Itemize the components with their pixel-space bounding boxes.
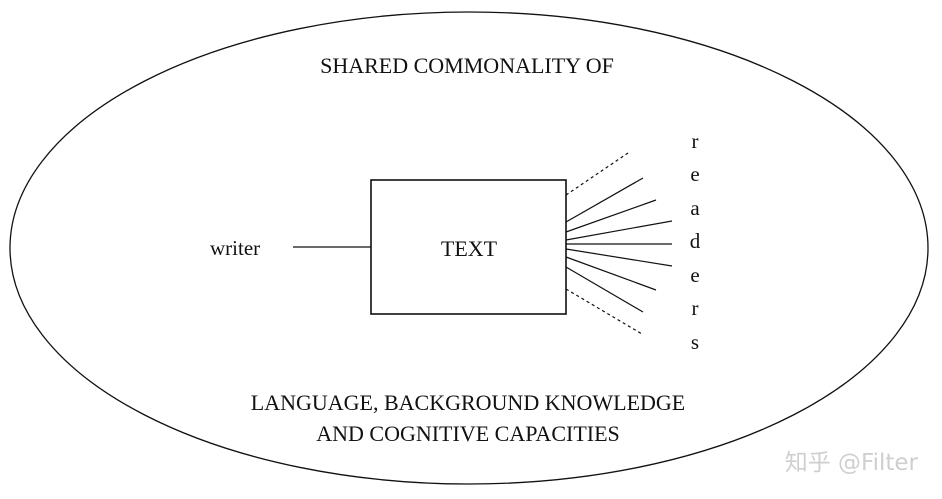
readers-letter: s: [691, 330, 699, 354]
readers-letter: e: [690, 263, 699, 287]
text-box-label: TEXT: [441, 236, 498, 261]
readers-letter: r: [692, 296, 699, 320]
reader-line: [565, 177, 644, 223]
readers-letter: e: [690, 162, 699, 186]
reader-line: [565, 248, 673, 267]
text-box: [370, 179, 567, 315]
readers-label: r e a d e r s: [690, 129, 701, 354]
reader-line: [565, 220, 673, 241]
reader-lines: [565, 152, 673, 335]
bottom-label-line2: AND COGNITIVE CAPACITIES: [316, 421, 620, 446]
reader-line: [565, 256, 657, 291]
reader-line-dotted-bottom: [565, 288, 643, 335]
zhihu-watermark: 知乎 @Filter: [785, 450, 919, 476]
reader-line-dotted-top: [565, 152, 629, 196]
readers-letter: a: [690, 196, 700, 220]
readers-letter: r: [692, 129, 699, 153]
reader-line: [565, 199, 657, 233]
bottom-label-line1: LANGUAGE, BACKGROUND KNOWLEDGE: [251, 390, 685, 415]
writer-label: writer: [210, 236, 260, 260]
reader-line: [565, 266, 644, 313]
readers-letter: d: [690, 229, 701, 253]
shared-commonality-ellipse: [9, 11, 929, 485]
top-label: SHARED COMMONALITY OF: [320, 53, 614, 78]
